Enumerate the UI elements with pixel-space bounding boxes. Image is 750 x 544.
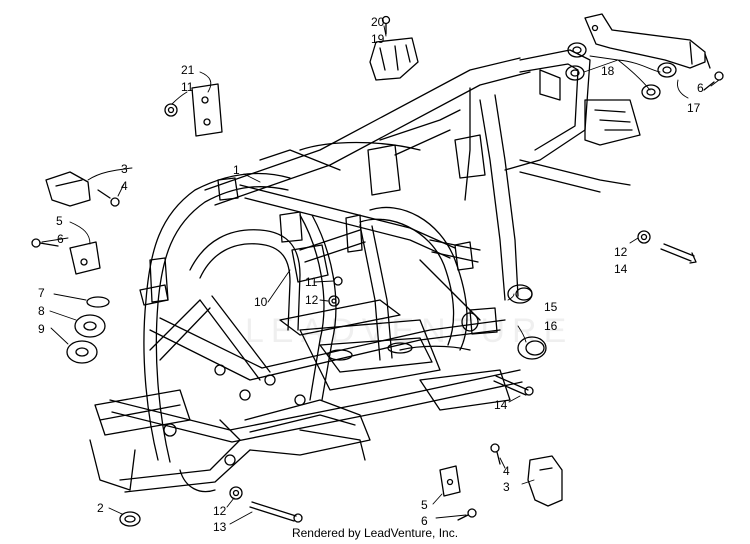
callout-3-lower: 3	[503, 480, 510, 494]
part-12-nut-right	[637, 230, 651, 244]
callout-8: 8	[38, 304, 45, 318]
part-10-bracket	[291, 244, 329, 283]
part-2-bushing	[119, 511, 141, 527]
callout-15: 15	[544, 300, 558, 314]
part-5-bracket-lower-right	[439, 465, 461, 497]
part-4-bolt-lower-right	[490, 443, 501, 465]
callout-17: 17	[687, 101, 701, 115]
callout-14-center: 14	[494, 398, 508, 412]
callout-3: 3	[121, 162, 128, 176]
part-17-rack-bracket	[584, 13, 711, 69]
callout-labels: 20 19 21 11 18 6 17 1 3 4 5 6 7 8 9 10 1…	[38, 15, 704, 534]
callout-5-lower: 5	[421, 498, 428, 512]
part-4-bolt-left	[97, 189, 120, 207]
watermark: LEADVENTURE	[245, 312, 574, 350]
part-12-nut-lower	[229, 486, 243, 500]
callout-11-center: 11	[305, 275, 318, 289]
callout-12-lower: 12	[213, 504, 227, 518]
part-15-cap	[507, 284, 533, 304]
callout-6-lower: 6	[421, 514, 428, 528]
callout-12-center: 12	[305, 293, 319, 307]
callout-7: 7	[38, 286, 45, 300]
part-6-bolt-lower-right	[457, 508, 477, 521]
callout-2: 2	[97, 501, 104, 515]
part-19-bracket	[369, 37, 419, 81]
callout-14-right: 14	[614, 262, 628, 276]
part-12-nut-center	[328, 295, 340, 307]
footer-credit: Rendered by LeadVenture, Inc.	[291, 526, 459, 540]
callout-12-right: 12	[614, 245, 628, 259]
part-14-bolt-right-upper	[660, 243, 697, 264]
callout-19: 19	[371, 32, 385, 46]
part-14-bolt-center	[493, 375, 534, 396]
part-9-bearing	[66, 340, 98, 364]
callout-4-lower: 4	[503, 464, 510, 478]
callout-10: 10	[254, 295, 268, 309]
callout-9: 9	[38, 322, 45, 336]
main-frame	[89, 49, 641, 493]
callout-4: 4	[121, 179, 128, 193]
part-6-bolt-left	[31, 238, 59, 248]
part-7-snap-ring	[86, 296, 110, 308]
part-21-bracket	[191, 83, 223, 137]
part-11-nut-center	[333, 276, 343, 286]
callout-16: 16	[544, 319, 558, 333]
callout-13: 13	[213, 520, 227, 534]
callout-6: 6	[697, 81, 704, 95]
part-11-nut-upper	[164, 103, 178, 117]
callout-11: 11	[181, 80, 194, 94]
callout-1: 1	[233, 163, 240, 177]
part-13-bolt-lower	[249, 501, 303, 523]
leader-lines	[41, 25, 720, 525]
part-18-grommets	[565, 42, 677, 100]
part-3-bracket-left	[45, 171, 91, 207]
part-20-bolt	[381, 15, 391, 35]
callout-21: 21	[181, 63, 195, 77]
callout-6-left: 6	[57, 232, 64, 246]
part-5-bracket-left	[69, 241, 101, 275]
callout-18: 18	[601, 64, 615, 78]
part-8-bearing	[74, 314, 106, 338]
callout-20: 20	[371, 15, 385, 29]
part-16-cap	[517, 336, 547, 360]
callout-5: 5	[56, 214, 63, 228]
part-6-bolt-upper-right	[703, 71, 724, 91]
part-3-bracket-lower-right	[527, 455, 563, 507]
